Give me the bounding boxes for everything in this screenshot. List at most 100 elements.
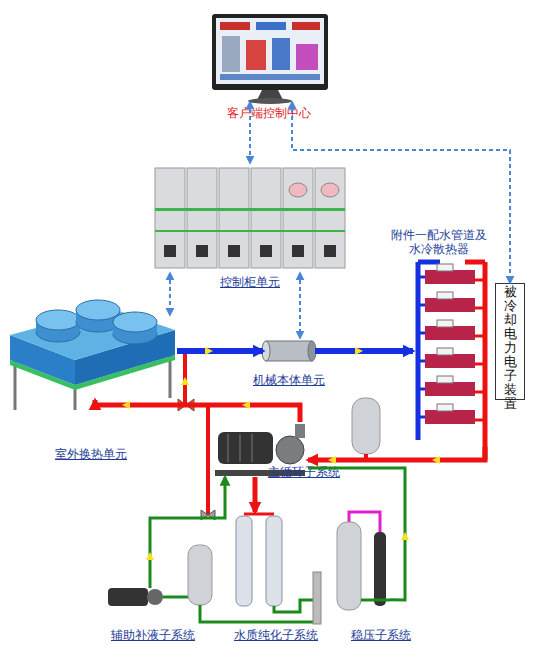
radiator-rack-symbol: [475, 335, 485, 338]
cold-water-pipe: [177, 348, 263, 354]
control-cabinet-symbol: [219, 168, 249, 268]
tank-symbol: [364, 454, 368, 460]
radiator-rack-symbol: [425, 410, 475, 424]
auxiliary-pump-symbol: [149, 540, 152, 588]
bypass-pipe: [206, 405, 210, 515]
stabilizer-symbol: [361, 599, 390, 602]
tank-symbol: [352, 398, 380, 460]
control-cabinet-symbol: [251, 168, 281, 268]
control-cabinet-symbol: [292, 245, 304, 257]
radiator-rack-symbol: [418, 388, 425, 391]
radiator-rack-symbol: [437, 404, 453, 411]
auxiliary-pump-symbol: [108, 540, 317, 624]
monitor-symbol: [216, 18, 324, 84]
pump-symbol: [227, 434, 229, 462]
valve-symbol: [178, 399, 186, 411]
control-cabinet-symbol: [289, 183, 307, 197]
auxiliary-pump-symbol: [108, 588, 148, 606]
radiator-rack-symbol: [437, 348, 453, 355]
mechanical-body-symbol: [308, 341, 316, 361]
monitor-symbol: [220, 22, 250, 30]
radiator-rack-symbol: [475, 419, 485, 422]
flow-arrow: [122, 347, 440, 560]
purification-column-symbol: [244, 513, 274, 516]
radiator-rack-symbol: [425, 270, 475, 284]
mechanical-body-symbol: [262, 341, 270, 361]
hot-water-pipe: [308, 447, 485, 460]
outdoor-unit-node: 室外换热单元: [5, 315, 177, 400]
node-label: 主循环子系统: [261, 465, 347, 479]
control-cabinet-symbol: [155, 168, 345, 268]
flow-arrow: [181, 377, 189, 385]
mechanical-body-node: 机械本体单元: [263, 338, 315, 364]
radiator-rack-symbol: [425, 326, 475, 340]
monitor-symbol: [248, 98, 292, 104]
monitor-symbol: [296, 44, 318, 70]
control-link: [299, 273, 301, 338]
radiator-rack-symbol: [418, 262, 485, 460]
stabilizer-symbol: [337, 512, 390, 610]
device-box: 被冷却电力电子装置: [495, 283, 525, 400]
radiator-rack-symbol: [425, 382, 475, 396]
control-cabinet-symbol: [324, 245, 336, 257]
node-label: 机械本体单元: [241, 373, 337, 387]
purification-column-symbol: [274, 600, 313, 612]
flow-arrow: [401, 532, 409, 540]
control-cabinet-symbol: [155, 230, 345, 232]
control-cabinet-symbol: [283, 168, 313, 268]
main-loop-node: 主循环子系统: [213, 422, 308, 477]
node-label: 客户端控制中心: [208, 106, 330, 120]
flow-arrow: [242, 401, 250, 409]
make-up-pipe: [308, 468, 405, 600]
control-cabinet-symbol: [228, 245, 240, 257]
control-cabinet-symbol: [155, 168, 185, 268]
purification-column-symbol: [266, 516, 282, 606]
control-cabinet-symbol: [164, 245, 176, 257]
monitor-symbol: [292, 22, 320, 30]
tank-symbol: [352, 398, 380, 454]
pump-symbol: [239, 434, 241, 462]
radiator-rack-symbol: [418, 304, 425, 307]
mechanical-body-symbol: [262, 341, 316, 361]
radiator-rack-symbol: [418, 332, 425, 335]
radiator-rack-symbol: [475, 363, 485, 366]
control-cabinet-symbol: [321, 183, 339, 197]
valve-symbol: [178, 399, 215, 520]
mechanical-body-symbol: [266, 341, 312, 361]
monitor-symbol: [212, 14, 328, 90]
auxiliary-pump-symbol: [188, 545, 212, 605]
purification-column-symbol: [313, 572, 321, 624]
radiator-rack-symbol: [437, 320, 453, 327]
valve-symbol: [208, 510, 215, 520]
radiator-node: 附件一配水管道及水冷散热器: [413, 262, 493, 447]
control-cabinet-symbol: [196, 245, 208, 257]
pump-symbol: [295, 424, 305, 438]
flow-arrow: [122, 401, 130, 409]
outdoor-unit-symbol: [14, 360, 17, 410]
outdoor-unit-symbol: [10, 300, 175, 410]
bypass-pipe: [185, 351, 208, 515]
node-label: 被冷却电力电子装置: [503, 285, 517, 411]
monitor-symbol: [212, 14, 328, 104]
monitor-symbol: [272, 38, 290, 70]
radiator-rack-symbol: [425, 354, 475, 368]
control-cabinet-symbol: [315, 168, 345, 268]
radiator-rack-symbol: [418, 360, 425, 363]
outdoor-unit-symbol: [113, 312, 157, 332]
control-cabinet-symbol: [187, 168, 217, 268]
purification-column-symbol: [236, 516, 252, 606]
node-label: 室外换热单元: [50, 447, 132, 461]
node-label: 稳压子系统: [343, 628, 419, 642]
purification-node: 水质纯化子系统: [232, 512, 287, 610]
monitor-symbol: [246, 40, 266, 70]
make-up-pipe: [150, 477, 225, 540]
radiator-rack-symbol: [416, 262, 421, 440]
flow-arrow: [146, 552, 154, 560]
radiator-rack-symbol: [475, 391, 485, 394]
outdoor-unit-symbol: [76, 300, 120, 320]
stabilizer-symbol: [374, 532, 386, 606]
